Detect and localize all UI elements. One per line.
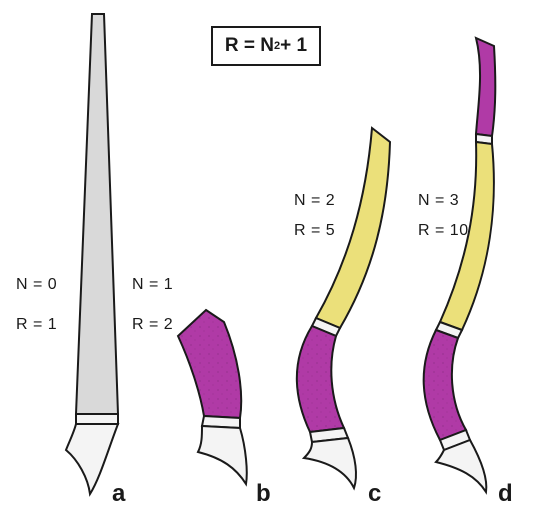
horn-a-band bbox=[76, 414, 118, 424]
horn-a-body bbox=[76, 14, 118, 414]
figure-letter-d: d bbox=[498, 480, 513, 508]
label-c-r: R = 5 bbox=[294, 222, 335, 240]
formula-rhs: + 1 bbox=[280, 35, 307, 57]
horn-a bbox=[66, 14, 118, 494]
label-a-n: N = 0 bbox=[16, 276, 57, 294]
figure-letter-b: b bbox=[256, 480, 271, 508]
label-b-n: N = 1 bbox=[132, 276, 173, 294]
formula-lhs: R = N bbox=[225, 35, 274, 57]
horn-a-tip bbox=[66, 424, 118, 494]
label-b-r: R = 2 bbox=[132, 316, 173, 334]
figure-letter-a: a bbox=[112, 480, 125, 508]
label-c-n: N = 2 bbox=[294, 192, 335, 210]
horn-c bbox=[297, 128, 390, 488]
horn-b-tip bbox=[198, 426, 247, 484]
label-a-r: R = 1 bbox=[16, 316, 57, 334]
label-d-n: N = 3 bbox=[418, 192, 459, 210]
figure-letter-c: c bbox=[368, 480, 381, 508]
horn-c-tip bbox=[304, 438, 356, 488]
label-d-r: R = 10 bbox=[418, 222, 469, 240]
horn-d-segment-3 bbox=[476, 38, 495, 136]
horn-b bbox=[178, 310, 247, 484]
horn-d-segment-1-texture bbox=[424, 330, 466, 440]
horn-d bbox=[424, 38, 496, 492]
